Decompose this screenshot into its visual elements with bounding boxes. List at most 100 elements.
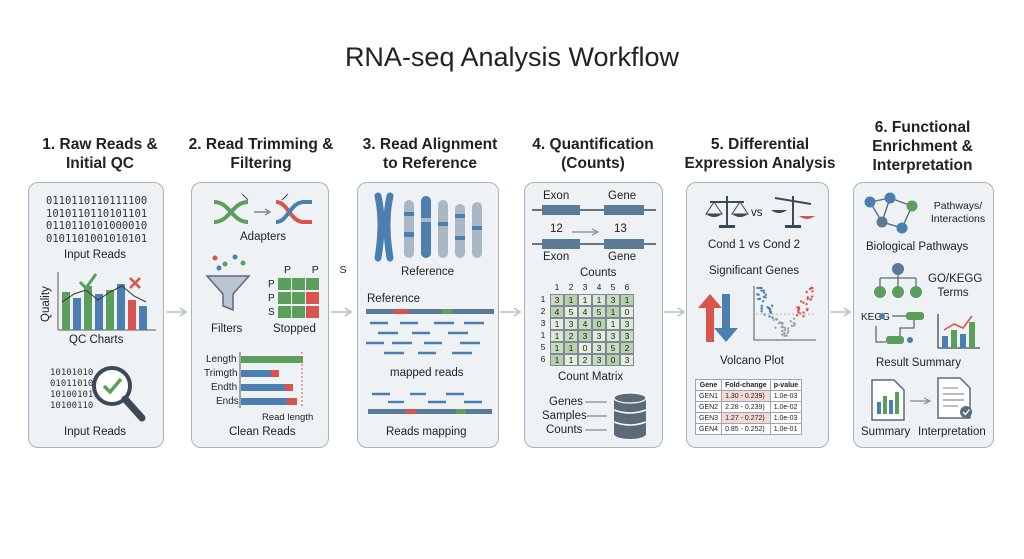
matrix-col-header: 2	[568, 282, 574, 292]
arrow-5-6	[830, 307, 852, 317]
volcano-point	[758, 297, 762, 300]
volcano-point	[786, 331, 789, 334]
matrix-cell: 1	[550, 342, 564, 354]
exon-gene-track-2	[532, 239, 656, 249]
db-label-counts: Counts	[546, 424, 583, 436]
qc-charts-label: QC Charts	[69, 334, 124, 346]
pathways-interactions-label: Pathways/ Interactions	[930, 200, 986, 225]
matrix-cell: 5	[592, 306, 606, 318]
input-reads-label-2: Input Reads	[64, 426, 127, 438]
adapters-label: Adapters	[240, 231, 287, 243]
matrix-cell: 3	[606, 330, 620, 342]
matrix-row-header: 2	[540, 306, 546, 316]
volcano-point	[760, 289, 763, 292]
volcano-axes	[753, 286, 816, 341]
kegg-pathway-icon	[875, 312, 924, 344]
pps-row-3: S	[268, 307, 275, 318]
volcano-point	[781, 329, 784, 333]
arrow-4-5	[664, 307, 686, 317]
matrix-cell: 1	[592, 294, 606, 306]
matrix-cell: 0	[620, 306, 634, 318]
volcano-point	[793, 323, 797, 326]
matrix-row-header: 3	[540, 318, 546, 328]
bar-label-ends: Ends	[216, 396, 239, 407]
mapped-reads-label: mapped reads	[390, 367, 464, 379]
volcano-point	[806, 296, 809, 299]
volcano-point	[780, 326, 783, 329]
funnel-icon	[205, 254, 251, 312]
result-summary-label: Result Summary	[876, 357, 961, 369]
volcano-point	[764, 296, 767, 299]
volcano-point	[808, 287, 812, 291]
database-icon	[585, 392, 647, 439]
arrow-3-4	[500, 307, 522, 317]
volcano-point	[761, 300, 765, 303]
pps-header: P P S	[284, 264, 356, 276]
table-cell: GEN3	[694, 412, 723, 424]
volcano-point	[772, 318, 776, 322]
volcano-point	[770, 304, 774, 307]
volcano-point	[764, 293, 768, 296]
binary-reads: 0110110110111100 1010110110101101 011011…	[46, 195, 148, 245]
chromosome-icons	[374, 192, 482, 262]
matrix-row-header: 1	[540, 330, 546, 340]
volcano-point	[811, 286, 814, 290]
summary-to-interpretation-arrow	[910, 397, 932, 405]
matrix-col-header: 4	[596, 282, 602, 292]
filter-grid	[278, 278, 319, 318]
matrix-cell: 1	[606, 306, 620, 318]
matrix-cell: 3	[578, 330, 592, 342]
exon-label: Exon	[543, 190, 570, 202]
table-cell: GEN2	[694, 401, 723, 413]
matrix-col-header: 5	[610, 282, 616, 292]
volcano-point	[779, 321, 782, 324]
biological-pathways-label: Biological Pathways	[866, 241, 969, 253]
matrix-cell: 5	[564, 306, 578, 318]
matrix-cell: 3	[620, 354, 634, 366]
step-4-title: 4. Quantification (Counts)	[532, 136, 654, 172]
matrix-cell: 1	[620, 294, 634, 306]
volcano-plot-label: Volcano Plot	[720, 355, 784, 367]
matrix-cell: 1	[578, 294, 592, 306]
binary-reads-small: 10101010 01011010 10100101 10100110	[50, 368, 94, 411]
volcano-point	[811, 295, 814, 298]
summary-label: Summary	[861, 426, 911, 438]
up-down-arrows	[698, 294, 738, 342]
volcano-point	[789, 320, 792, 323]
matrix-cell: 3	[564, 318, 578, 330]
exon-gene-track-1	[532, 205, 656, 215]
qc-chart	[57, 272, 156, 331]
table-header: Fold-change	[721, 379, 771, 391]
significant-genes-label: Significant Genes	[709, 265, 800, 277]
go-kegg-terms-label: GO/KEGG Terms	[928, 273, 983, 299]
scales-icon-right	[771, 196, 815, 228]
volcano-point	[790, 324, 794, 328]
scales-icon-left	[705, 196, 749, 228]
matrix-cell: 2	[578, 354, 592, 366]
table-header: p-value	[769, 379, 803, 391]
count-12: 12	[550, 223, 563, 235]
volcano-point	[774, 326, 777, 329]
table-cell: GEN4	[694, 423, 723, 435]
table-cell: 1.0e-02	[769, 401, 803, 413]
matrix-cell: 3	[620, 330, 634, 342]
summary-doc-icon	[871, 379, 905, 421]
matrix-cell: 4	[550, 306, 564, 318]
table-cell: 1.30 - 0.239)	[721, 390, 771, 402]
pps-row-1: P	[268, 279, 275, 290]
matrix-cell: 1	[550, 318, 564, 330]
volcano-point	[802, 315, 805, 318]
matrix-cell: 0	[606, 354, 620, 366]
matrix-row-header: 5	[540, 342, 546, 352]
interpretation-doc-icon	[937, 377, 972, 419]
gene-label-2: Gene	[608, 251, 637, 263]
matrix-cell: 3	[592, 342, 606, 354]
table-cell: 1.0e-03	[769, 390, 803, 402]
volcano-point	[762, 289, 765, 292]
read-length-label: Read length	[262, 412, 314, 423]
adapter-cut-icon	[213, 193, 312, 224]
vs-label: vs	[751, 207, 763, 219]
volcano-point	[792, 317, 796, 320]
matrix-cell: 0	[592, 318, 606, 330]
